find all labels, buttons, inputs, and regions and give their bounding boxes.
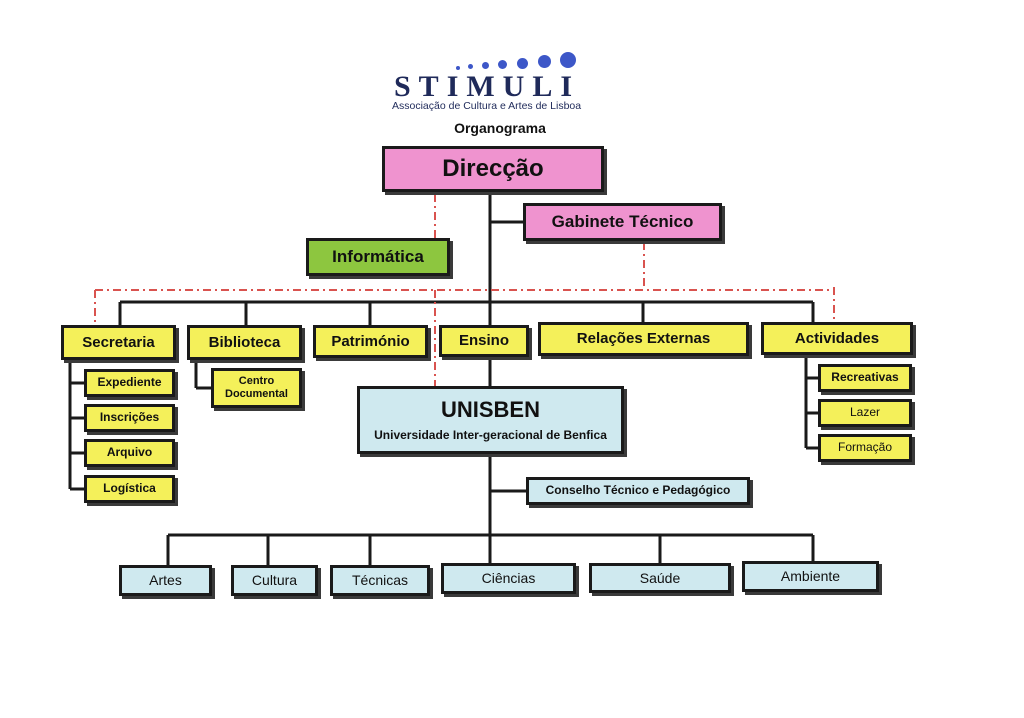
node-cultura: Cultura [231,565,318,596]
unisben-subtitle: Universidade Inter-geracional de Benfica [374,427,607,442]
logo-name: STIMULI [394,70,581,103]
node-expediente: Expediente [84,369,175,397]
stimuli-logo: STIMULI Associação de Cultura e Artes de… [380,52,610,118]
node-unisben: UNISBEN Universidade Inter-geracional de… [357,386,624,454]
node-ambiente: Ambiente [742,561,879,592]
node-relacoes-externas: Relações Externas [538,322,749,356]
node-logistica: Logística [84,475,175,503]
node-patrimonio: Património [313,325,428,358]
node-arquivo: Arquivo [84,439,175,467]
node-ensino: Ensino [439,325,529,357]
node-biblioteca: Biblioteca [187,325,302,360]
node-direccao: Direcção [382,146,604,192]
node-inscricoes: Inscrições [84,404,175,432]
node-lazer: Lazer [818,399,912,427]
node-informatica: Informática [306,238,450,276]
node-actividades: Actividades [761,322,913,355]
advisory-links [94,194,835,386]
logo-subtitle: Associação de Cultura e Artes de Lisboa [392,100,582,112]
node-centro-documental: Centro Documental [211,368,302,408]
node-saude: Saúde [589,563,731,593]
diagram-caption: Organograma [454,120,546,136]
node-gabinete-tecnico: Gabinete Técnico [523,203,722,241]
node-formacao: Formação [818,434,912,462]
node-ciencias: Ciências [441,563,576,594]
unisben-title: UNISBEN [440,397,540,423]
node-recreativas: Recreativas [818,364,912,392]
node-conselho-tecnico-pedagogico: Conselho Técnico e Pedagógico [526,477,750,505]
node-tecnicas: Técnicas [330,565,430,596]
node-secretaria: Secretaria [61,325,176,360]
node-artes: Artes [119,565,212,596]
